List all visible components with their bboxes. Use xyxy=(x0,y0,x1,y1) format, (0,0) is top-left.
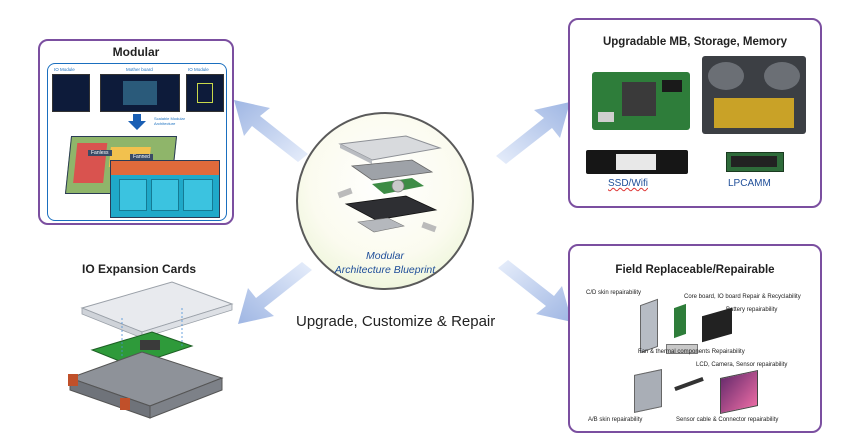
modular-panel: Modular IO Module Mother board IO Module… xyxy=(38,39,234,225)
ab-skin-image xyxy=(634,369,662,413)
mother-board-image xyxy=(100,74,180,112)
center-caption: Upgrade, Customize & Repair xyxy=(296,313,496,330)
modular-title: Modular xyxy=(112,45,160,59)
arrow-to-io-cards xyxy=(238,262,312,324)
fan-image xyxy=(666,344,698,354)
down-arrow-icon xyxy=(128,114,146,130)
mainboard-image xyxy=(592,72,690,130)
fanned-board-image xyxy=(110,160,220,218)
modular-laptop-image xyxy=(337,135,442,233)
repair-panel: Field Replaceable/Repairable C/D skin re… xyxy=(568,244,822,433)
fanless-label: Fanless xyxy=(88,150,112,156)
fan-label: Fan & thermal components Repairability xyxy=(638,349,745,355)
upgradable-panel: Upgradable MB, Storage, Memory SSD/Wifi … xyxy=(568,18,822,208)
ssd-image xyxy=(586,150,688,174)
io-module-left-label: IO Module xyxy=(54,67,75,72)
io-module-left-image xyxy=(52,74,90,112)
io-module-right-label: IO Module xyxy=(188,67,209,72)
scalable-label: Scalable Modular Architecture xyxy=(154,116,185,126)
mother-board-label: Mother board xyxy=(126,67,153,72)
lcd-image xyxy=(720,369,758,415)
repair-title: Field Replaceable/Repairable xyxy=(615,264,775,276)
core-board-image xyxy=(674,303,686,339)
lpcamm-label: LPCAMM xyxy=(728,178,771,189)
modular-blueprint-frame: IO Module Mother board IO Module Scalabl… xyxy=(47,63,227,221)
io-module-right-image xyxy=(186,74,224,112)
core-board-label: Core board, IO board Repair & Recyclabil… xyxy=(684,294,801,300)
center-title-line2: Architecture Blueprint xyxy=(334,264,436,276)
center-title-line1: Modular xyxy=(366,250,404,262)
lcd-label: LCD, Camera, Sensor repairability xyxy=(696,362,788,368)
laptop-interior-image xyxy=(702,56,806,134)
arrow-to-upgradable xyxy=(496,102,570,164)
cd-skin-image xyxy=(640,298,658,354)
battery-label: Battery repairability xyxy=(726,307,778,313)
cd-skin-label: C/D skin repairability xyxy=(586,290,642,296)
io-expansion-cards-image xyxy=(68,281,234,419)
ssd-label: SSD/Wifi xyxy=(608,178,648,189)
upgradable-title: Upgradable MB, Storage, Memory xyxy=(602,36,788,48)
ab-skin-label: A/B skin repairability xyxy=(588,417,643,423)
arrow-to-repair xyxy=(498,260,572,322)
sensor-cable-image xyxy=(674,376,704,392)
lpcamm-image xyxy=(726,152,784,172)
center-circle: Modular Architecture Blueprint xyxy=(296,112,474,290)
fanned-label: Fanned xyxy=(130,154,153,160)
sensor-cable-label: Sensor cable & Connector repairability xyxy=(676,417,779,423)
io-cards-title: IO Expansion Cards xyxy=(82,262,197,276)
arrow-to-modular xyxy=(234,100,308,162)
